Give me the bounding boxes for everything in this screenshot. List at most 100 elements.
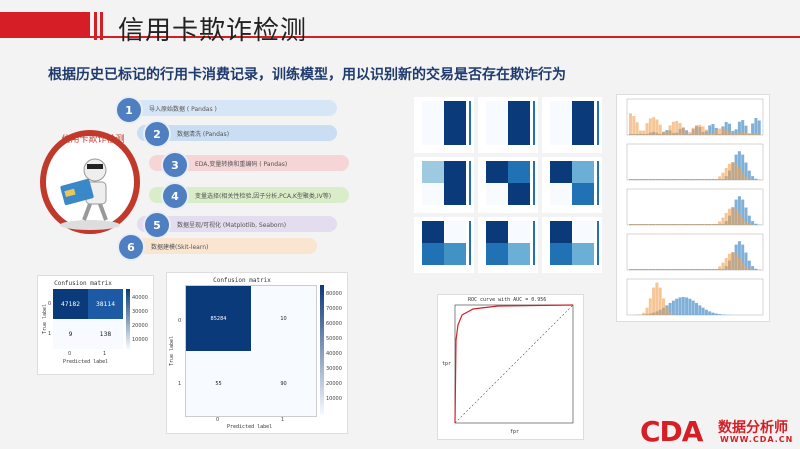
hist-bar <box>731 130 735 135</box>
cm-large-title: Confusion matrix <box>213 277 271 284</box>
threshold-cell <box>486 101 508 123</box>
hist-bar <box>658 224 662 225</box>
hist-bar <box>744 132 748 135</box>
hist-bar <box>714 313 718 315</box>
hist-bar <box>737 241 741 270</box>
cm-small-col-tick: 1 <box>103 351 107 357</box>
threshold-cell <box>422 123 444 145</box>
hist-bar <box>728 131 731 135</box>
hist-bar <box>731 252 735 270</box>
hist-bar <box>691 179 695 180</box>
threshold-cell <box>444 123 466 145</box>
hist-bar <box>685 132 689 135</box>
hist-bar <box>737 212 741 225</box>
cm-large-cbar-tick: 80000 <box>326 291 342 297</box>
hist-bar <box>658 287 662 315</box>
hist-bar <box>714 130 718 135</box>
cm-large-cbar-tick: 60000 <box>326 321 342 327</box>
hist-bar <box>632 116 636 135</box>
threshold-cell <box>486 221 508 243</box>
cm-small-ylabel: True label <box>42 303 49 335</box>
header-underline <box>90 36 800 38</box>
hist-bar <box>691 224 695 225</box>
hist-bar <box>704 309 708 315</box>
hist-bar <box>708 311 712 315</box>
hist-bar <box>652 269 656 270</box>
hist-bar <box>675 120 679 135</box>
threshold-cell <box>508 161 530 183</box>
threshold-cell <box>422 101 444 123</box>
hist-bar <box>714 179 718 180</box>
threshold-cell <box>550 183 572 205</box>
hist-bar <box>671 314 675 315</box>
hist-bar <box>645 269 649 270</box>
hist-bar <box>688 224 692 225</box>
hist-bar <box>741 244 745 270</box>
threshold-cell <box>508 183 530 205</box>
hist-bar <box>747 215 751 225</box>
logo-url: WWW.CDA.CN <box>720 435 794 444</box>
logo-brand: CDA <box>640 415 703 448</box>
hist-bar <box>724 257 728 270</box>
cm-large-cell: 55 <box>186 351 251 416</box>
hist-bar <box>665 307 669 315</box>
step-number-4: 4 <box>161 182 189 210</box>
hist-bar <box>695 302 698 315</box>
hist-bar <box>691 269 695 270</box>
hist-bar <box>681 179 685 180</box>
threshold-cell <box>486 161 508 183</box>
hist-bar <box>704 179 708 180</box>
hist-bar <box>754 268 758 270</box>
hist-bar <box>737 167 741 180</box>
hist-bar <box>711 124 715 135</box>
hist-bar <box>638 130 642 135</box>
cda-logo: CDA 数据分析师 WWW.CDA.CN <box>640 415 800 449</box>
cm-large-xlabel: Predicted label <box>227 424 273 430</box>
hist-bar <box>671 224 675 225</box>
cm-small-cbar-tick: 30000 <box>132 309 148 315</box>
step-bar-3 <box>149 155 349 171</box>
threshold-cell <box>550 161 572 183</box>
cm-small-row-tick: 1 <box>48 331 52 337</box>
hist-bar <box>662 224 665 225</box>
hist-bar <box>741 120 745 135</box>
confusion-matrix-large: Confusion matrix 85284 10 55 90 0 1 0 1 … <box>166 272 348 434</box>
threshold-cell <box>550 221 572 243</box>
hist-bar <box>662 269 665 270</box>
threshold-cell <box>572 183 594 205</box>
hist-bar <box>665 224 669 225</box>
hist-bar <box>629 269 632 270</box>
hist-bar <box>629 179 632 180</box>
hist-bar <box>665 269 669 270</box>
hist-bar <box>718 128 722 135</box>
hist-bar <box>671 300 675 315</box>
hist-bar <box>698 224 702 225</box>
hist-bar <box>688 179 692 180</box>
hist-bar <box>658 269 662 270</box>
cm-small-cbar-tick: 10000 <box>132 337 148 343</box>
hist-bar <box>675 179 679 180</box>
hist-bar <box>668 302 672 315</box>
cm-small-col-tick: 0 <box>68 351 72 357</box>
hist-bar <box>718 176 722 180</box>
hist-bar <box>652 179 656 180</box>
hist-bar <box>704 129 708 135</box>
hist-bar <box>638 314 642 315</box>
hist-bar <box>751 221 755 225</box>
hist-bar <box>757 120 761 135</box>
hist-bar <box>731 134 735 135</box>
hist-bar <box>678 179 682 180</box>
hist-bar <box>662 179 665 180</box>
threshold-cell <box>444 183 466 205</box>
hist-bar <box>648 179 652 180</box>
threshold-cell <box>508 243 530 265</box>
threshold-cell <box>422 161 444 183</box>
cm-large-row-tick: 1 <box>178 381 182 387</box>
hist-bar <box>681 127 685 135</box>
cm-large-cbar-tick: 30000 <box>326 366 342 372</box>
hist-bar <box>668 269 672 270</box>
hist-bar <box>645 224 649 225</box>
hist-bar <box>737 121 741 135</box>
hist-bar <box>642 224 646 225</box>
cm-small-cell: 38114 <box>88 289 123 319</box>
